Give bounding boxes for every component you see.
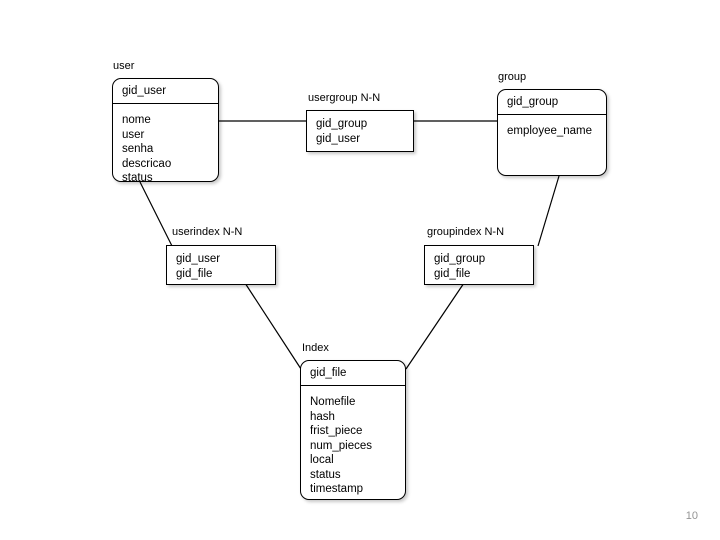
attribute-row: descricao bbox=[122, 157, 172, 170]
entity-group[interactable]: gid_group employee_name bbox=[497, 89, 607, 176]
entity-index[interactable]: gid_file Nomefile hash frist_piece num_p… bbox=[300, 360, 406, 500]
entity-index-primary-key: gid_file bbox=[301, 361, 405, 386]
connector-group-groupindex bbox=[537, 175, 560, 247]
connector-groupindex-index bbox=[405, 282, 465, 370]
column-row: gid_file bbox=[434, 267, 471, 280]
junction-usergroup[interactable]: gid_group gid_user bbox=[306, 110, 414, 152]
junction-label-usergroup: usergroup N-N bbox=[308, 92, 381, 104]
column-row: gid_user bbox=[176, 253, 221, 265]
column-row: gid_file bbox=[176, 267, 213, 280]
connector-user-userindex bbox=[139, 181, 173, 247]
column-row: gid_group bbox=[316, 118, 368, 130]
attribute-row: status bbox=[310, 468, 341, 481]
entity-group-primary-key: gid_group bbox=[498, 90, 606, 115]
entity-label-index: Index bbox=[302, 342, 329, 354]
entity-label-user: user bbox=[113, 60, 135, 72]
attribute-row: frist_piece bbox=[310, 425, 363, 437]
attribute-row: Nomefile bbox=[310, 396, 356, 408]
attribute-row: user bbox=[122, 128, 145, 141]
attribute-row: senha bbox=[122, 143, 154, 155]
page-number: 10 bbox=[685, 510, 698, 522]
attribute-row: nome bbox=[122, 114, 151, 126]
attribute-row: local bbox=[310, 454, 334, 466]
entity-group-attributes: employee_name bbox=[498, 115, 606, 148]
junction-label-userindex: userindex N-N bbox=[172, 226, 243, 238]
attribute-row: status bbox=[122, 172, 153, 184]
column-row: gid_user bbox=[316, 132, 361, 145]
entity-user-attributes: nome user senha descricao status bbox=[113, 104, 218, 195]
junction-userindex[interactable]: gid_user gid_file bbox=[166, 245, 276, 285]
entity-index-attributes: Nomefile hash frist_piece num_pieces loc… bbox=[301, 386, 405, 506]
attribute-row: timestamp bbox=[310, 483, 364, 495]
entity-user-primary-key: gid_user bbox=[113, 79, 218, 104]
attribute-row: hash bbox=[310, 410, 335, 423]
junction-groupindex[interactable]: gid_group gid_file bbox=[424, 245, 534, 285]
junction-label-groupindex: groupindex N-N bbox=[427, 226, 505, 238]
connector-userindex-index bbox=[244, 282, 302, 370]
entity-label-group: group bbox=[498, 71, 527, 83]
column-row: gid_group bbox=[434, 253, 486, 265]
attribute-row: num_pieces bbox=[310, 439, 373, 452]
entity-user[interactable]: gid_user nome user senha descricao statu… bbox=[112, 78, 219, 184]
attribute-row: employee_name bbox=[507, 125, 593, 137]
